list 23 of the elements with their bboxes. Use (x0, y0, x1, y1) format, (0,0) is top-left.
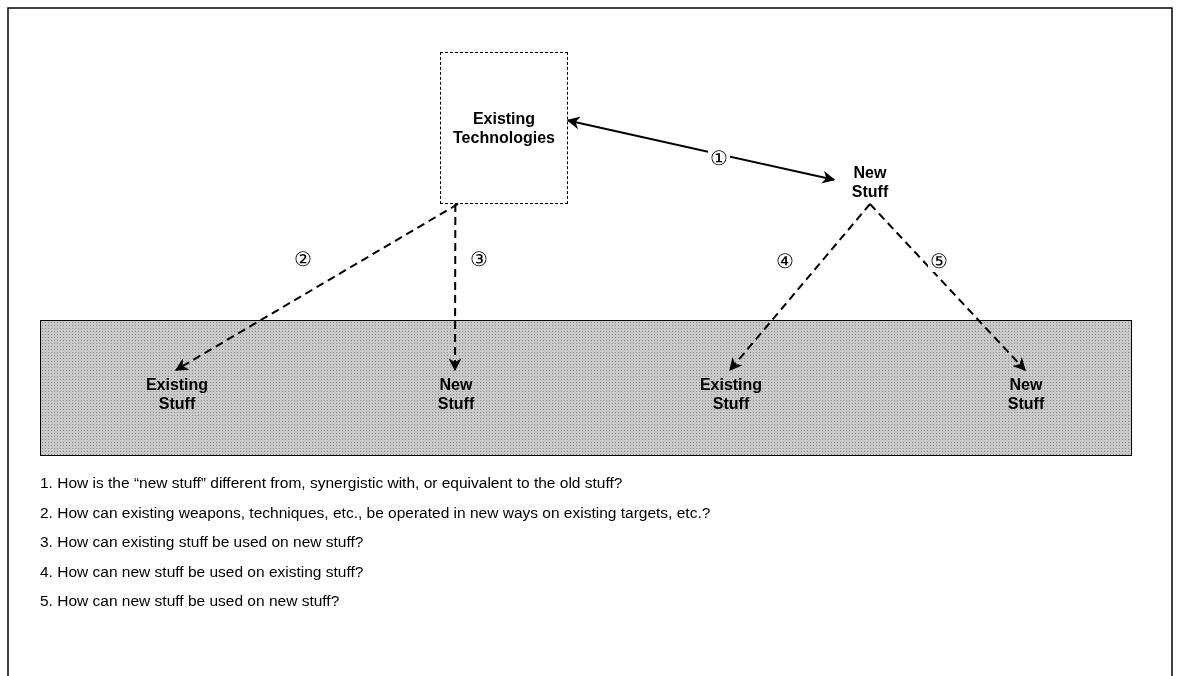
shaded-band (40, 320, 1132, 456)
dashed-box (440, 52, 568, 204)
node-label: New Stuff (436, 375, 476, 413)
edge-label: ② (292, 248, 314, 270)
node-label: New Stuff (1006, 375, 1046, 413)
question-text: 2. How can existing weapons, techniques, etc., be operated in new ways on existing targets, etc.? (40, 503, 711, 522)
question-text: 1. How is the “new stuff” different from, synergistic with, or equivalent to the old stuff? (40, 474, 623, 492)
node-label: New Stuff (850, 163, 890, 201)
node-label: Existing Stuff (698, 375, 764, 413)
dashed-arrow (174, 203, 459, 371)
question-text: 4. How can new stuff be used on existing stuff? (40, 562, 364, 581)
arrow (566, 116, 836, 184)
dashed-arrow (448, 203, 462, 372)
dashed-arrow (729, 203, 871, 371)
question-text: 5. How can new stuff be used on new stuff? (40, 592, 340, 610)
question-text: 3. How can existing stuff be used on new stuff? (40, 533, 364, 551)
edge-label: ⑤ (928, 250, 950, 272)
edge-label: ④ (774, 250, 796, 272)
box-title: Existing Technologies (452, 109, 556, 147)
dashed-arrow (869, 203, 1026, 371)
edge-label: ① (708, 147, 730, 169)
edge-label: ③ (468, 248, 490, 270)
node-label: Existing Stuff (144, 375, 210, 413)
